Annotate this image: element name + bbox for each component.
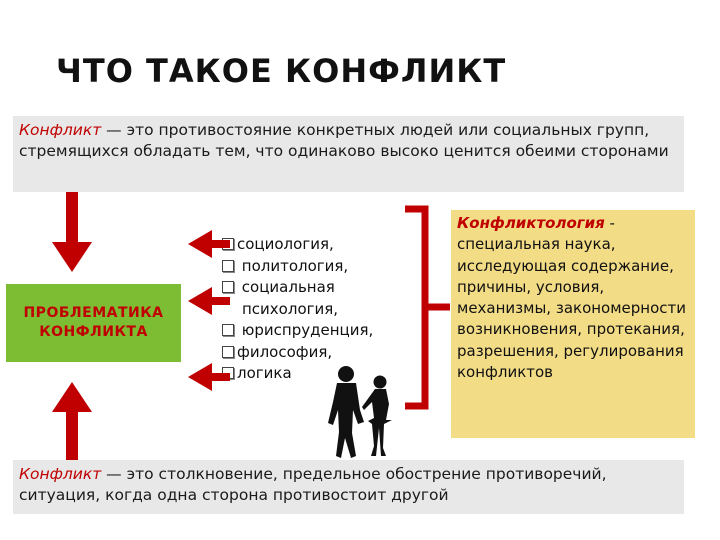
checkbox-icon <box>222 324 234 336</box>
science-label: юриспруденция, <box>241 321 374 339</box>
science-label: социология, <box>237 235 334 253</box>
science-label: философия, <box>237 342 333 361</box>
arrow-left-icon <box>188 287 230 315</box>
definition-bottom: Конфликт — это столкновение, предельное … <box>13 460 684 514</box>
definition-top-term: Конфликт <box>19 121 102 139</box>
science-label: социальная <box>241 278 335 296</box>
science-label: психология, <box>242 299 339 318</box>
people-silhouette-icon <box>328 366 392 458</box>
list-item: философия, <box>222 342 373 364</box>
conflictology-text: - специальная наука, исследующая содержа… <box>457 214 687 382</box>
checkbox-icon <box>222 259 234 272</box>
sciences-list: социология, политология, социальная псих… <box>222 234 373 385</box>
science-label: политология, <box>241 256 349 275</box>
list-item: психология, <box>222 299 373 321</box>
arrow-left-icon <box>188 363 230 391</box>
definition-top-text: — это противостояние конкретных людей ил… <box>19 121 669 160</box>
checkbox-icon <box>222 345 234 358</box>
list-item: политология, <box>222 256 373 278</box>
arrow-left-icon <box>188 230 230 258</box>
list-item: социальная <box>222 277 373 299</box>
problem-box-line1: ПРОБЛЕМАТИКА <box>23 305 164 321</box>
arrow-down-icon <box>52 192 92 272</box>
science-label: логика <box>237 364 292 382</box>
arrow-up-icon <box>52 382 92 460</box>
page-title: ЧТО ТАКОЕ КОНФЛИКТ <box>56 52 507 90</box>
problem-box-line2: КОНФЛИКТА <box>39 324 148 340</box>
conflictology-term: Конфликтология <box>457 214 605 232</box>
bracket-icon <box>405 205 450 410</box>
checkbox-icon <box>222 281 234 293</box>
definition-bottom-text: — это столкновение, предельное обострени… <box>19 465 607 504</box>
conflictology-box: Конфликтология - специальная наука, иссл… <box>451 210 695 438</box>
definition-top: Конфликт — это противостояние конкретных… <box>13 116 684 192</box>
problem-box: ПРОБЛЕМАТИКА КОНФЛИКТА <box>6 284 181 362</box>
definition-bottom-term: Конфликт <box>19 465 102 483</box>
list-item: юриспруденция, <box>222 320 373 342</box>
